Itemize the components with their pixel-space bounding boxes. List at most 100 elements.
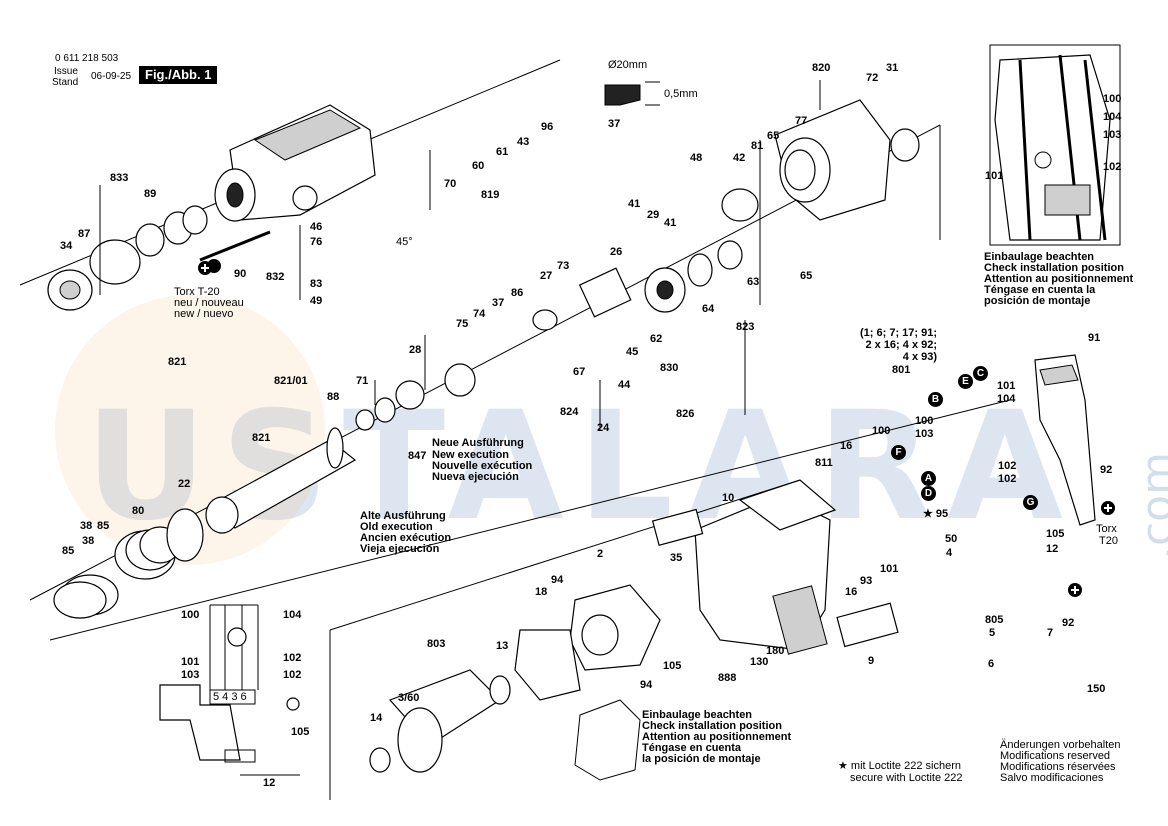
detail-label: 101 <box>985 170 1004 182</box>
callout: 50 <box>945 533 958 545</box>
callout: 38 <box>82 535 95 547</box>
modifications-fr: Modifications réservées <box>1000 761 1116 773</box>
callout: 81 <box>751 140 764 152</box>
callout: 92 <box>1100 464 1113 476</box>
callout: 94 <box>551 574 564 586</box>
callout: 63 <box>747 276 760 288</box>
callout: 16 <box>845 586 858 598</box>
callout: 105 <box>1046 528 1065 540</box>
callout: 43 <box>517 136 530 148</box>
callout: 102 <box>998 473 1017 485</box>
install-note-top-4: Téngase en cuenta la <box>984 284 1096 296</box>
callout: 91 <box>1088 332 1101 344</box>
callout: 888 <box>718 672 737 684</box>
schematic-label: 104 <box>283 609 302 621</box>
callout: 105 <box>663 660 682 672</box>
new-version-de: Neue Ausführung <box>432 437 524 449</box>
callout: 821/01 <box>274 375 308 387</box>
callout: 180 <box>766 645 785 657</box>
callout: 18 <box>535 586 548 598</box>
torx-label: Torx <box>1096 523 1117 535</box>
callout: 22 <box>178 478 191 490</box>
callout: 96 <box>541 121 554 133</box>
torx-note-line2: new / nuevo <box>174 308 234 320</box>
callout: 73 <box>557 260 570 272</box>
callout: 24 <box>597 422 610 434</box>
detail-label: 100 <box>1103 93 1122 105</box>
callout: 101 <box>880 563 899 575</box>
ref-circle-C: C <box>973 366 988 381</box>
callout: 7 <box>1047 627 1054 639</box>
callout: 93 <box>860 575 873 587</box>
callout: 100 <box>872 425 891 437</box>
callout: 130 <box>750 656 769 668</box>
callout: 826 <box>676 408 695 420</box>
schematic-label: 103 <box>181 669 200 681</box>
callout: 104 <box>997 393 1016 405</box>
callout: 150 <box>1087 683 1106 695</box>
callout: 67 <box>573 366 586 378</box>
ref-circle-B: B <box>928 392 943 407</box>
callout: 801 <box>892 364 911 376</box>
install-note-bottom-1: Einbaulage beachten <box>642 709 753 721</box>
torx-note-title: Torx T-20 <box>174 286 220 298</box>
callout: 38 <box>80 520 93 532</box>
callout: ★ 95 <box>923 508 949 520</box>
new-version-es: Nueva ejecución <box>432 471 519 483</box>
callout: 64 <box>702 303 715 315</box>
modifications-es: Salvo modificaciones <box>1000 772 1104 784</box>
install-note-bottom-5: la posición de montaje <box>642 753 761 765</box>
callout-37-top: 37 <box>608 118 621 130</box>
detail-label: 103 <box>1103 129 1122 141</box>
callout: 86 <box>511 287 524 299</box>
callout: 13 <box>496 640 509 652</box>
ref-circle-F: F <box>891 445 906 460</box>
callout: 62 <box>650 333 663 345</box>
callout: 94 <box>640 679 653 691</box>
detail-label: 104 <box>1103 111 1122 123</box>
callout: 35 <box>670 552 683 564</box>
callout: 65 <box>767 130 780 142</box>
callout: 61 <box>496 146 509 158</box>
terminal-numbers: 5 4 3 6 <box>213 691 247 703</box>
detail-label: 102 <box>1103 161 1122 173</box>
callout: 16 <box>840 440 853 452</box>
callout: 803 <box>427 638 446 650</box>
new-version-fr: Nouvelle exécution <box>432 460 533 472</box>
callout: 34 <box>60 240 73 252</box>
torx-note-line1: neu / nouveau <box>174 297 244 309</box>
ground-symbol <box>286 697 300 711</box>
callout: 70 <box>444 178 457 190</box>
callout: 65 <box>800 270 813 282</box>
ref-circle-E: E <box>958 374 973 389</box>
callout: 76 <box>310 236 323 248</box>
old-version-fr: Ancien exécution <box>360 532 452 544</box>
callout: 31 <box>886 62 899 74</box>
callout: 45 <box>626 346 639 358</box>
torx-icon <box>1068 583 1082 597</box>
callout: 80 <box>132 505 145 517</box>
callout: 3/60 <box>398 692 420 704</box>
callout: 102 <box>998 460 1017 472</box>
callout: 14 <box>370 712 383 724</box>
callout: 49 <box>310 295 323 307</box>
callout: 89 <box>144 188 157 200</box>
install-note-top-2: Check installation position <box>984 262 1124 274</box>
schematic-label: 12 <box>263 777 276 789</box>
callout: 832 <box>266 271 285 283</box>
callout: 92 <box>1062 617 1075 629</box>
modifications-en: Modifications reserved <box>1000 750 1111 762</box>
figure-label: Fig./Abb. 1 <box>139 66 218 84</box>
callout: 44 <box>618 379 631 391</box>
callout: 74 <box>473 308 486 320</box>
callout: 27 <box>540 270 553 282</box>
old-version-en: Old execution <box>360 521 433 533</box>
part-number: 0 611 218 503 <box>55 53 119 64</box>
callout: 77 <box>795 115 808 127</box>
callout: 75 <box>456 318 469 330</box>
callout: 26 <box>610 246 623 258</box>
new-version-en: New execution <box>432 449 510 461</box>
schematic-label: 102 <box>283 669 302 681</box>
callout: 10 <box>722 492 735 504</box>
